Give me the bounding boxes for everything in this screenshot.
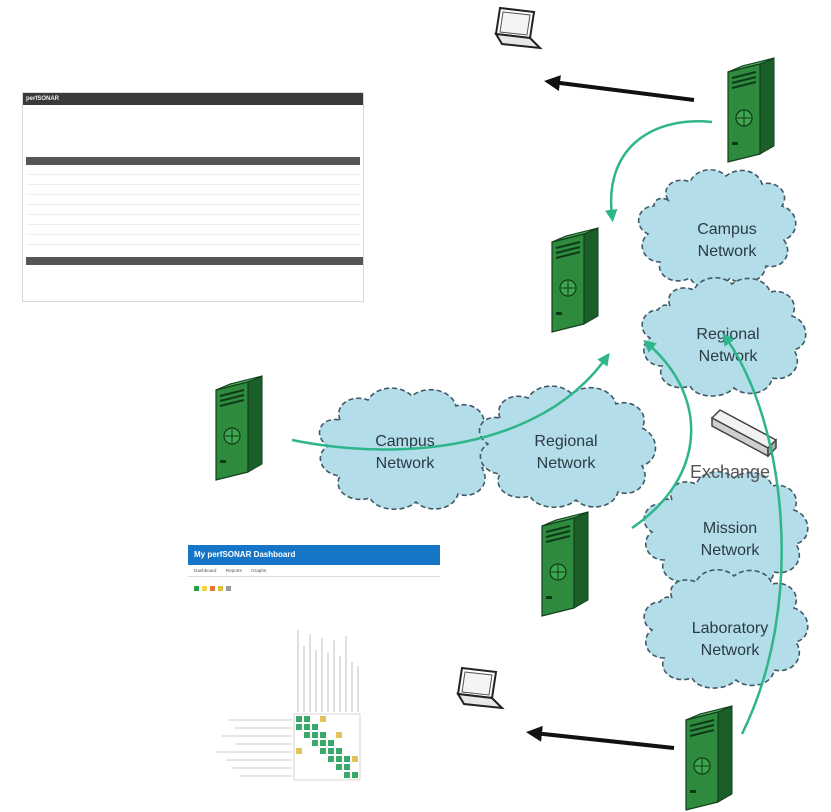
cloud-label: Regional — [534, 433, 597, 450]
cloud-label: Mission — [703, 520, 757, 537]
mesh-matrix-thumbnail — [216, 630, 361, 781]
cloud-label: Network — [701, 542, 761, 559]
teal-arrow — [291, 352, 610, 451]
table-row — [26, 205, 360, 215]
teal-arrow — [605, 120, 713, 223]
dashboard-heading — [188, 577, 440, 584]
table-row — [26, 165, 360, 175]
cloud-label: Campus — [375, 433, 435, 450]
toolkit-table-header — [26, 157, 360, 165]
teal-arrow — [631, 339, 693, 530]
legend-swatch — [226, 586, 231, 591]
black-arrow — [526, 725, 675, 750]
cloud-label: Network — [376, 455, 436, 472]
exchange-label: Exchange — [690, 462, 770, 482]
cloud-label: Campus — [697, 221, 757, 238]
legend-swatch — [194, 586, 199, 591]
dashboard-title: My perfSONAR Dashboard — [188, 545, 440, 565]
cloud-label: Network — [699, 348, 759, 365]
server-icon — [685, 705, 733, 811]
server-icon — [541, 511, 589, 617]
cloud-label: Network — [701, 642, 761, 659]
teal-arrow — [722, 332, 783, 735]
laptop-icon — [495, 7, 541, 49]
dashboard-legend — [188, 584, 440, 593]
dashboard-nav-item: Reports — [225, 568, 242, 573]
dashboard-nav-item: Dashboard — [194, 568, 217, 573]
cloud-mission-network: Mission Network — [643, 471, 809, 591]
exchange-switch-icon — [710, 409, 778, 458]
table-row — [26, 225, 360, 235]
table-row — [26, 215, 360, 225]
black-arrow — [544, 75, 695, 102]
table-row — [26, 185, 360, 195]
toolkit-topbar: perfSONAR — [23, 93, 363, 105]
table-row — [26, 195, 360, 205]
cloud-label: Network — [537, 455, 597, 472]
cloud-label: Laboratory — [692, 620, 769, 637]
table-row — [26, 235, 360, 245]
dashboard-nav-item: Graphs — [251, 568, 267, 573]
cloud-label: Network — [698, 243, 758, 260]
toolkit-table — [26, 157, 360, 245]
toolkit-table2-header — [26, 257, 363, 265]
cloud-campus-network-right: Campus Network — [637, 169, 797, 289]
legend-swatch — [218, 586, 223, 591]
table-row — [26, 175, 360, 185]
legend-swatch — [202, 586, 207, 591]
toolkit-screenshot: perfSONAR — [22, 92, 364, 302]
dashboard-screenshot: My perfSONAR Dashboard Dashboard Reports… — [188, 545, 440, 627]
server-icon — [551, 227, 599, 333]
server-icon — [215, 375, 263, 481]
dashboard-nav: Dashboard Reports Graphs — [188, 565, 440, 577]
toolkit-brand: perfSONAR — [26, 96, 60, 102]
cloud-regional-network-right: Regional Network — [641, 277, 807, 397]
laptop-icon — [457, 667, 503, 709]
server-icon — [727, 57, 775, 163]
dashboard-note — [188, 593, 440, 597]
cloud-regional-network-middle: Regional Network — [478, 385, 657, 508]
cloud-laboratory-network: Laboratory Network — [643, 569, 809, 689]
legend-swatch — [210, 586, 215, 591]
